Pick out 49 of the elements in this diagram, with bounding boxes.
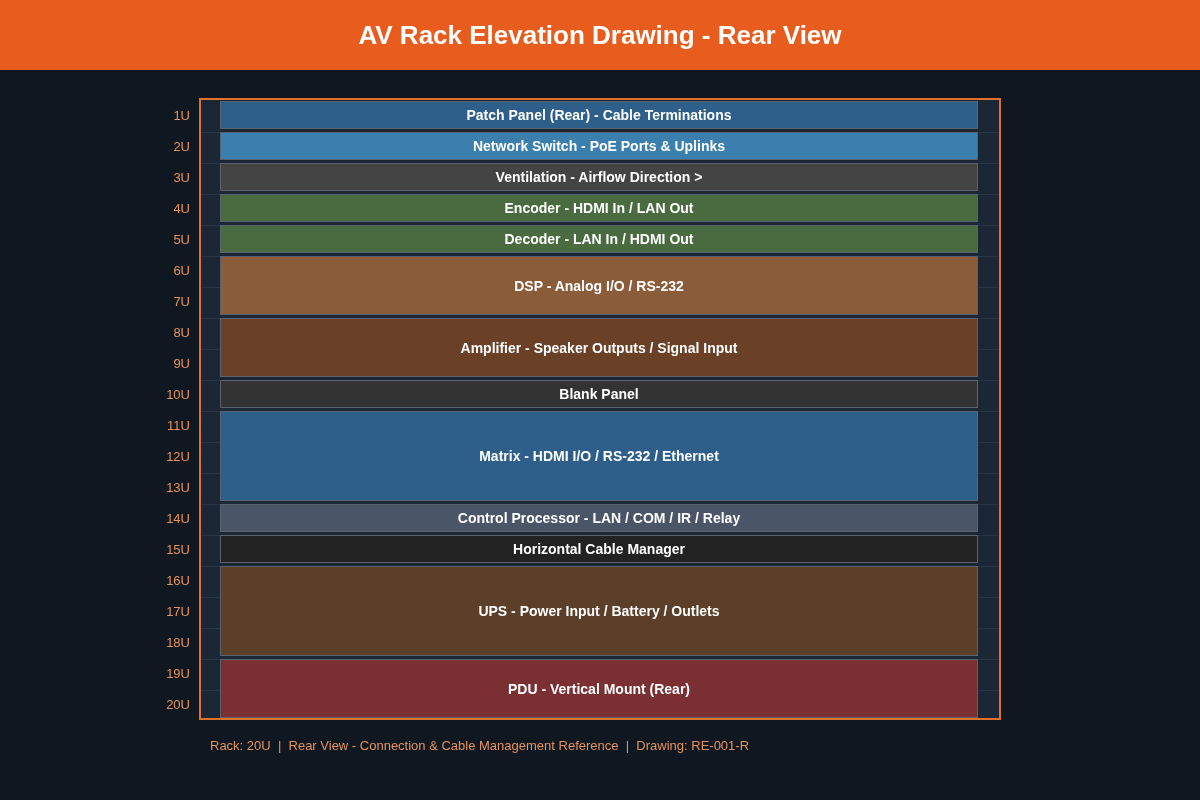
- device-label: UPS - Power Input / Battery / Outlets: [478, 603, 720, 619]
- rack-frame: [199, 98, 1001, 720]
- device-label: Horizontal Cable Manager: [513, 541, 685, 557]
- device-label: Blank Panel: [559, 386, 639, 402]
- rack-unit-number: 17U: [165, 604, 190, 619]
- rack-device-panel: [220, 318, 978, 377]
- rack-unit-number: 18U: [165, 635, 190, 650]
- rack-unit-number: 7U: [172, 294, 190, 309]
- device-label: PDU - Vertical Mount (Rear): [508, 680, 690, 697]
- rack-unit-number: 2U: [172, 139, 190, 154]
- rack-device-panel: [220, 380, 978, 408]
- rack-device-panel: [220, 256, 978, 315]
- rack-unit-number: 5U: [172, 232, 190, 247]
- rack-device-panel: [220, 194, 978, 222]
- rack-unit-number: 15U: [165, 542, 190, 557]
- rack-unit-number: 14U: [165, 511, 190, 526]
- rack-device-panel: [220, 101, 978, 129]
- rack-device-panel: [220, 504, 978, 532]
- device-label: Patch Panel (Rear) - Cable Terminations: [466, 107, 732, 123]
- rack-unit-number: 3U: [172, 170, 190, 185]
- rack-unit-number: 16U: [165, 573, 190, 588]
- device-label: Ventilation - Airflow Direction >: [495, 169, 703, 185]
- rack-unit-number: 8U: [172, 325, 190, 340]
- device-label: Decoder - LAN In / HDMI Out: [504, 231, 694, 247]
- rack-unit-number: 20U: [165, 697, 190, 712]
- rack-device-panel: [220, 535, 978, 563]
- title: AV Rack Elevation Drawing - Rear View: [357, 20, 843, 51]
- rack-device-panel: [220, 225, 978, 253]
- device-label: DSP - Analog I/O / RS-232: [514, 277, 684, 294]
- rack-unit-number: 9U: [172, 356, 190, 371]
- rack-unit-number: 12U: [165, 449, 190, 464]
- rack-device-panel: [220, 163, 978, 191]
- rack-unit-number: 4U: [172, 201, 190, 216]
- rack-unit-number: 6U: [172, 263, 190, 278]
- device-label: Control Processor - LAN / COM / IR / Relay: [457, 510, 741, 526]
- rack-unit-number: 10U: [165, 387, 190, 402]
- rack-device-panel: [220, 132, 978, 160]
- device-label: Matrix - HDMI I/O / RS-232 / Ethernet: [479, 448, 719, 464]
- rack-device-panel: [220, 659, 978, 718]
- device-label: Network Switch - PoE Ports & Uplinks: [472, 138, 725, 154]
- rack-unit-number: 1U: [172, 108, 190, 123]
- device-label: Encoder - HDMI In / LAN Out: [504, 200, 694, 216]
- rack-unit-number: 11U: [166, 418, 190, 433]
- rack-unit-number: 13U: [165, 480, 190, 495]
- rack-device-panel: [220, 411, 978, 501]
- rack-unit-number: 19U: [165, 666, 190, 681]
- device-label: Amplifier - Speaker Outputs / Signal Input: [460, 339, 738, 356]
- caption: Rack: 20U | Rear View - Connection & Cable Management Reference | Drawing: RE-001-R: [210, 738, 750, 753]
- rack-device-panel: [220, 566, 978, 656]
